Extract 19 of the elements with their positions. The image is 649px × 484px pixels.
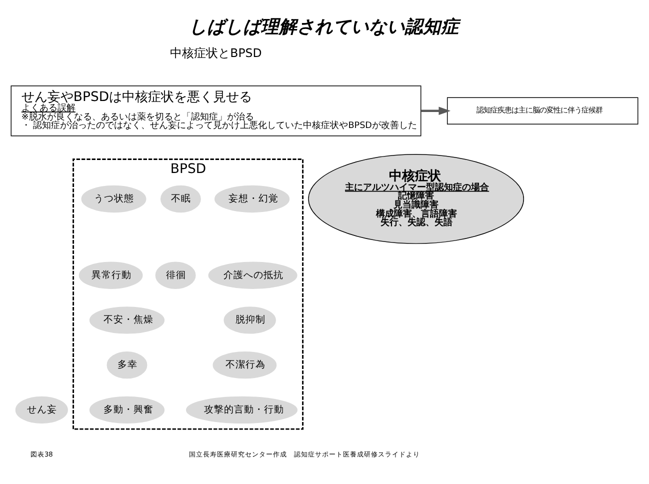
- node-ellipse: 多幸: [106, 351, 148, 379]
- node-ellipse: 徘徊: [155, 262, 196, 289]
- node-ellipse: うつ状態: [81, 185, 146, 213]
- node-ellipse: せん妄: [15, 396, 68, 424]
- node-ellipse: 中核症状 主にアルツハイマー型認知症の場合 記憶障害 見当識障害 構成障害、言語障害 失行、失認、失語: [308, 154, 524, 244]
- node-ellipse: 不安・焦燥: [89, 306, 165, 334]
- node-ellipse: 介護への抵抗: [208, 262, 298, 289]
- node-ellipse: 妄想・幻覚: [214, 185, 290, 213]
- node-box: せん妄やBPSDは中核症状を悪く見せる よくある誤解 ※脱水が良くなる、あるいは薬を切ると「認知症」が治る ・ 認知症が治ったのではなく、せん妄によって見かけ上悪化していた中核症状やBPSDが改善した: [10, 85, 422, 136]
- node-box: 認知症疾患は主に脳の変性に伴う症候群: [446, 97, 638, 124]
- node-ellipse: 多動・興奮: [89, 396, 165, 424]
- node-ellipse: 脱抑制: [224, 306, 276, 334]
- node-ellipse: 攻撃的言動・行動: [186, 396, 298, 424]
- node-ellipse: 不眠: [160, 185, 201, 213]
- diagram-title: しばしば理解されていない認知症: [189, 17, 460, 38]
- node-ellipse: 異常行動: [78, 262, 143, 289]
- node-ellipse: 不潔行為: [212, 351, 277, 379]
- label: 中核症状とBPSD: [170, 46, 262, 60]
- arrow: [421, 106, 451, 115]
